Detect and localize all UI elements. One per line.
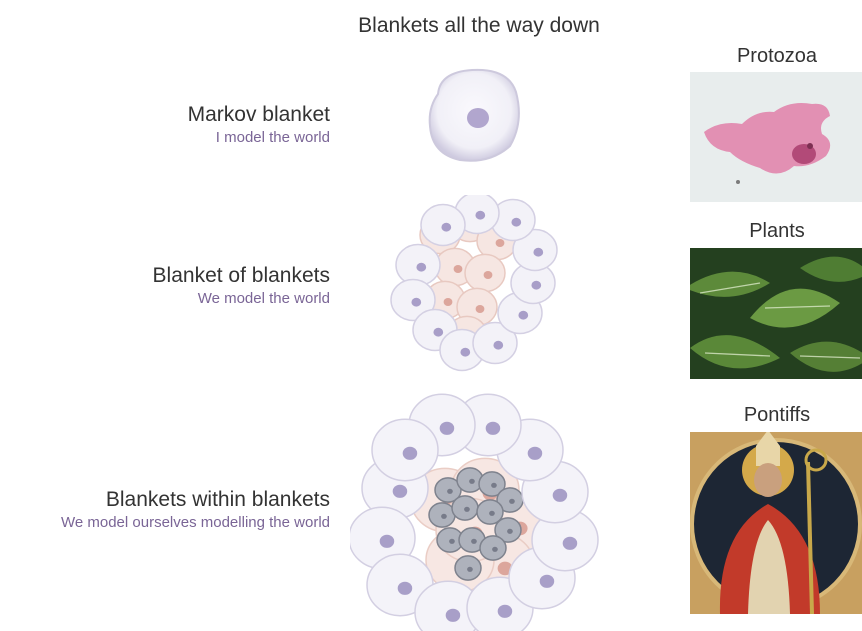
row-blankets-within-blankets: Blankets within blankets We model oursel… <box>61 487 330 533</box>
innermost-cell <box>480 536 506 560</box>
inner-cell <box>465 254 505 291</box>
single-cell-illustration <box>420 64 530 164</box>
example-title-pontiffs: Pontiffs <box>692 404 862 427</box>
row-sublabel: We model ourselves modelling the world <box>61 513 330 533</box>
row-blanket-of-blankets: Blanket of blankets We model the world <box>153 263 330 309</box>
innermost-cell <box>455 556 481 580</box>
row-markov-blanket: Markov blanket I model the world <box>188 102 330 148</box>
innermost-cell <box>429 503 455 527</box>
example-title-protozoa: Protozoa <box>692 45 862 68</box>
outer-cell <box>372 419 438 480</box>
row-label: Markov blanket <box>188 102 330 128</box>
row-sublabel: We model the world <box>153 289 330 309</box>
row-label: Blankets within blankets <box>61 487 330 513</box>
outer-cell <box>421 205 465 246</box>
row-label: Blanket of blankets <box>153 263 330 289</box>
cell-cluster-illustration <box>385 195 560 375</box>
nested-cell-cluster-illustration <box>350 380 600 631</box>
pontiff-painting <box>690 432 862 614</box>
innermost-cell <box>452 496 478 520</box>
example-title-plants: Plants <box>692 220 862 243</box>
plants-photo <box>690 248 862 379</box>
diagram-title: Blankets all the way down <box>0 14 862 38</box>
row-sublabel: I model the world <box>188 128 330 148</box>
protozoa-photo <box>690 72 862 202</box>
